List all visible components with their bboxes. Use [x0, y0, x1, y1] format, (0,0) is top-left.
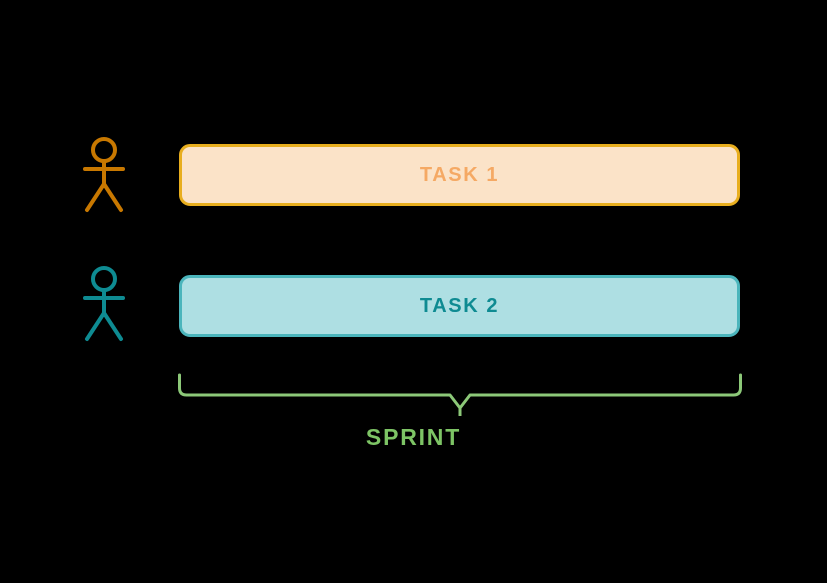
stick-figure-icon: [83, 137, 125, 212]
span-bracket-icon: [178, 373, 742, 416]
task-bar-2-label: TASK 2: [419, 294, 500, 317]
sprint-label: SPRINT: [365, 424, 462, 450]
task-bar-2[interactable]: TASK 2: [179, 275, 740, 337]
actor-task2: [76, 265, 132, 343]
task-bar-1-label: TASK 1: [419, 163, 500, 186]
sprint-bracket: [176, 366, 744, 416]
task-bar-1[interactable]: TASK 1: [179, 144, 740, 206]
actor-task1: [76, 136, 132, 214]
stick-figure-icon: [83, 266, 125, 341]
